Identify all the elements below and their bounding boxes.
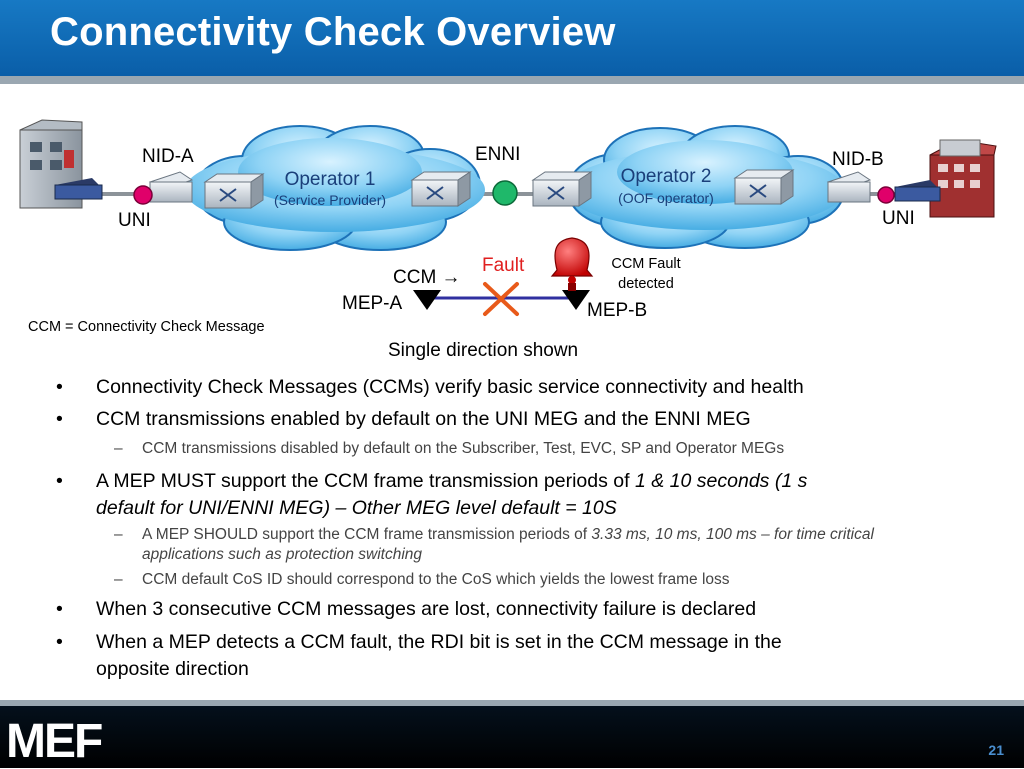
uni-left-marker bbox=[133, 185, 153, 205]
operator1-role: (Service Provider) bbox=[274, 192, 386, 208]
left-customer-switch-icon bbox=[54, 178, 103, 200]
bullet-text-continued: opposite direction bbox=[96, 658, 249, 680]
footer-bar: MEF 21 bbox=[0, 706, 1024, 768]
operator2-role: (OOF operator) bbox=[618, 190, 714, 206]
nid-b-label: NID-B bbox=[832, 149, 884, 170]
mep-b-triangle-icon bbox=[562, 290, 590, 310]
mep-a-triangle-icon bbox=[413, 290, 441, 310]
operator1-name: Operator 1 bbox=[285, 169, 376, 190]
bullet-text: CCM transmissions enabled by default on … bbox=[96, 408, 751, 430]
subbullet-text: CCM default CoS ID should correspond to … bbox=[142, 571, 730, 588]
enni-marker bbox=[492, 180, 518, 206]
subbullet-cos-id: CCM default CoS ID should correspond to … bbox=[114, 570, 730, 590]
operator2-name: Operator 2 bbox=[621, 166, 712, 187]
uni-right-label: UNI bbox=[882, 208, 915, 229]
operator1-edge-switch-left-icon bbox=[203, 173, 265, 209]
subbullet-text-italic-continued: applications such as protection switchin… bbox=[142, 546, 423, 563]
subbullet-mep-should: A MEP SHOULD support the CCM frame trans… bbox=[114, 525, 874, 565]
title-bar: Connectivity Check Overview bbox=[0, 0, 1024, 84]
mef-logo: MEF bbox=[6, 715, 103, 768]
alarm-bell-icon bbox=[550, 237, 594, 291]
uni-right-marker bbox=[877, 186, 895, 204]
bullet-text: Connectivity Check Messages (CCMs) verif… bbox=[96, 376, 804, 398]
mep-b-label: MEP-B bbox=[587, 300, 647, 321]
uni-left-label: UNI bbox=[118, 210, 151, 231]
footer-rule bbox=[0, 700, 1024, 706]
bullet-text-italic-continued: default for UNI/ENNI MEG) – Other MEG le… bbox=[96, 497, 617, 519]
subbullet-text-italic: 3.33 ms, 10 ms, 100 ms – for time critic… bbox=[591, 526, 874, 543]
direction-note: Single direction shown bbox=[388, 340, 578, 361]
operator1-edge-switch-right-icon bbox=[410, 171, 472, 207]
operator1-cloud bbox=[185, 125, 485, 251]
ccm-fault-line2: detected bbox=[618, 276, 674, 292]
right-customer-switch-icon bbox=[894, 180, 941, 202]
ccm-fault-line1: CCM Fault bbox=[611, 256, 680, 272]
ccm-definition: CCM = Connectivity Check Message bbox=[28, 319, 265, 335]
subbullet-text: A MEP SHOULD support the CCM frame trans… bbox=[142, 526, 592, 543]
right-building-icon bbox=[929, 139, 997, 218]
subbullet-ccm-disabled: CCM transmissions disabled by default on… bbox=[114, 439, 785, 459]
operator2-edge-switch-right-icon bbox=[733, 169, 795, 205]
bullet-ccm-enabled: CCM transmissions enabled by default on … bbox=[56, 406, 751, 433]
bullet-connectivity-failure: When 3 consecutive CCM messages are lost… bbox=[56, 596, 757, 623]
fault-label: Fault bbox=[482, 255, 525, 276]
nid-a-label: NID-A bbox=[142, 146, 194, 167]
bullet-mep-must: A MEP MUST support the CCM frame transmi… bbox=[56, 468, 808, 522]
enni-label: ENNI bbox=[475, 144, 520, 165]
ccm-arrow-label: CCM → bbox=[393, 267, 461, 288]
bullet-ccm-verify: Connectivity Check Messages (CCMs) verif… bbox=[56, 374, 804, 401]
page-number: 21 bbox=[988, 742, 1004, 758]
bullet-text: When a MEP detects a CCM fault, the RDI … bbox=[96, 631, 782, 653]
fault-cross-icon bbox=[483, 282, 519, 316]
operator2-edge-switch-left-icon bbox=[531, 171, 593, 207]
operator2-cloud bbox=[565, 125, 845, 249]
slide-title: Connectivity Check Overview bbox=[50, 10, 616, 54]
subbullet-text: CCM transmissions disabled by default on… bbox=[142, 440, 785, 457]
nid-a-device-icon bbox=[148, 171, 194, 203]
mep-a-label: MEP-A bbox=[342, 293, 403, 314]
nid-b-device-icon bbox=[826, 171, 872, 203]
bullet-text: A MEP MUST support the CCM frame transmi… bbox=[96, 470, 635, 492]
bullet-text-italic: 1 & 10 seconds (1 s bbox=[634, 470, 808, 492]
bullet-rdi-bit: When a MEP detects a CCM fault, the RDI … bbox=[56, 629, 782, 683]
bullet-text: When 3 consecutive CCM messages are lost… bbox=[96, 598, 757, 620]
title-rule bbox=[0, 76, 1024, 84]
